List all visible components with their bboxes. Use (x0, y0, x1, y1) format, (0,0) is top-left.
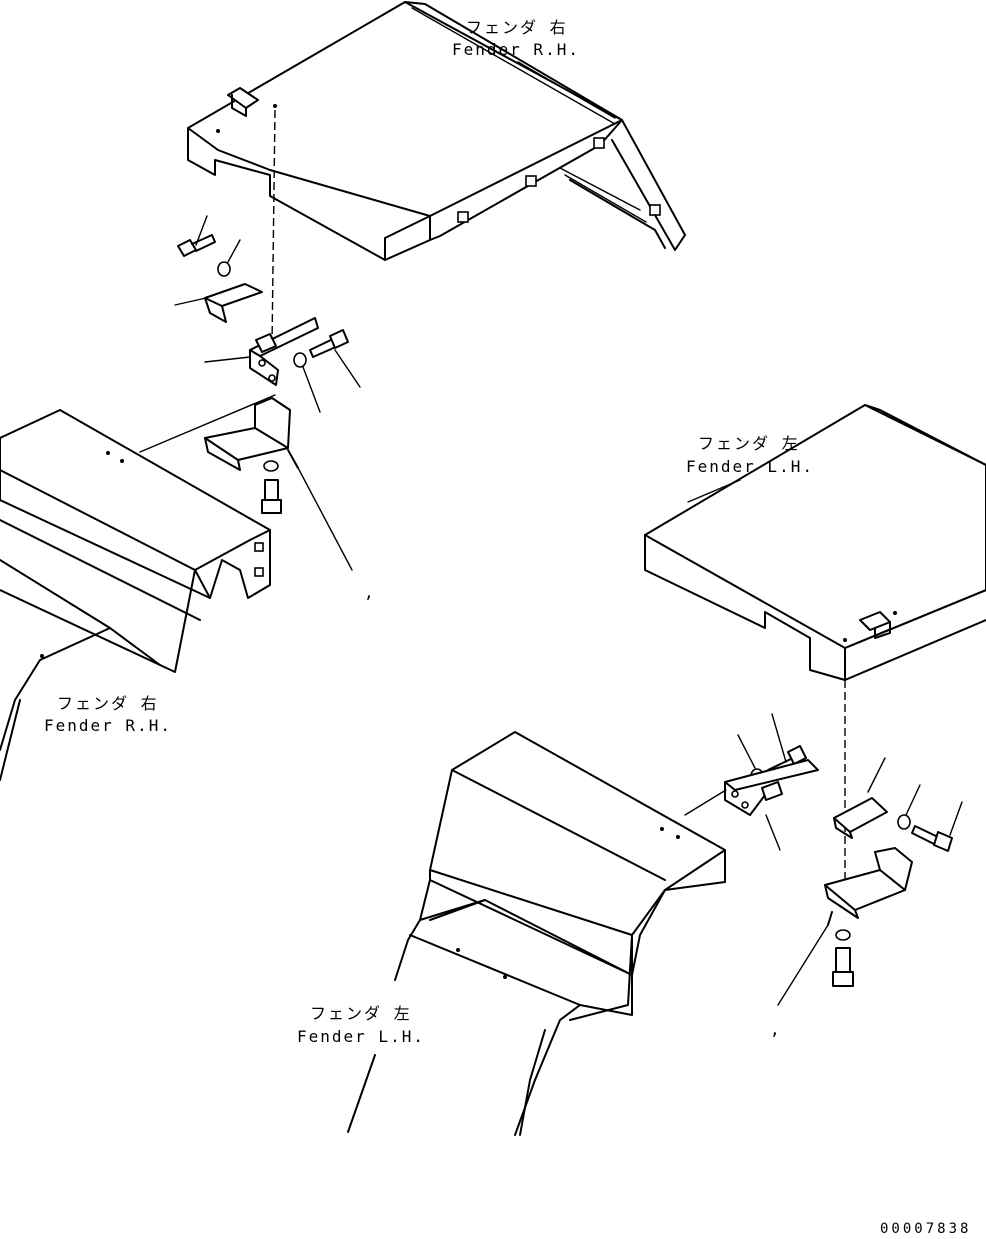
fender-rh-top-en: Fender R.H. (452, 40, 580, 59)
label-fender-lh-bottom: フェンダ 左 Fender L.H. (297, 1004, 425, 1133)
document-id: 00007838 (880, 1221, 971, 1237)
fender-lh-right-en: Fender L.H. (686, 457, 814, 476)
label-fender-rh-left: フェンダ 右 Fender R.H. (44, 694, 172, 735)
tick-mark-a: , (364, 583, 376, 602)
cab-fender-bottom (394, 731, 727, 1136)
cab-fender-left (0, 394, 276, 781)
fender-lh-bottom-en: Fender L.H. (297, 1027, 425, 1046)
fender-rh-top (187, 1, 686, 261)
assembly-line-rh (271, 109, 276, 346)
fender-rh-left-jp: フェンダ 右 (57, 694, 159, 713)
hardware-group-rh (174, 215, 361, 571)
fender-rh-left-en: Fender R.H. (44, 716, 172, 735)
label-fender-lh-right: フェンダ 左 Fender L.H. (686, 434, 814, 503)
label-fender-rh-top: フェンダ 右 Fender R.H. (452, 18, 616, 119)
fender-rh-top-jp: フェンダ 右 (466, 18, 568, 37)
fender-lh-bottom-jp: フェンダ 左 (310, 1004, 412, 1023)
fender-lh-right-jp: フェンダ 左 (698, 434, 800, 453)
hardware-group-lh (724, 713, 963, 1006)
fender-lh-right (644, 404, 986, 681)
tick-mark-b: , (770, 1020, 782, 1039)
